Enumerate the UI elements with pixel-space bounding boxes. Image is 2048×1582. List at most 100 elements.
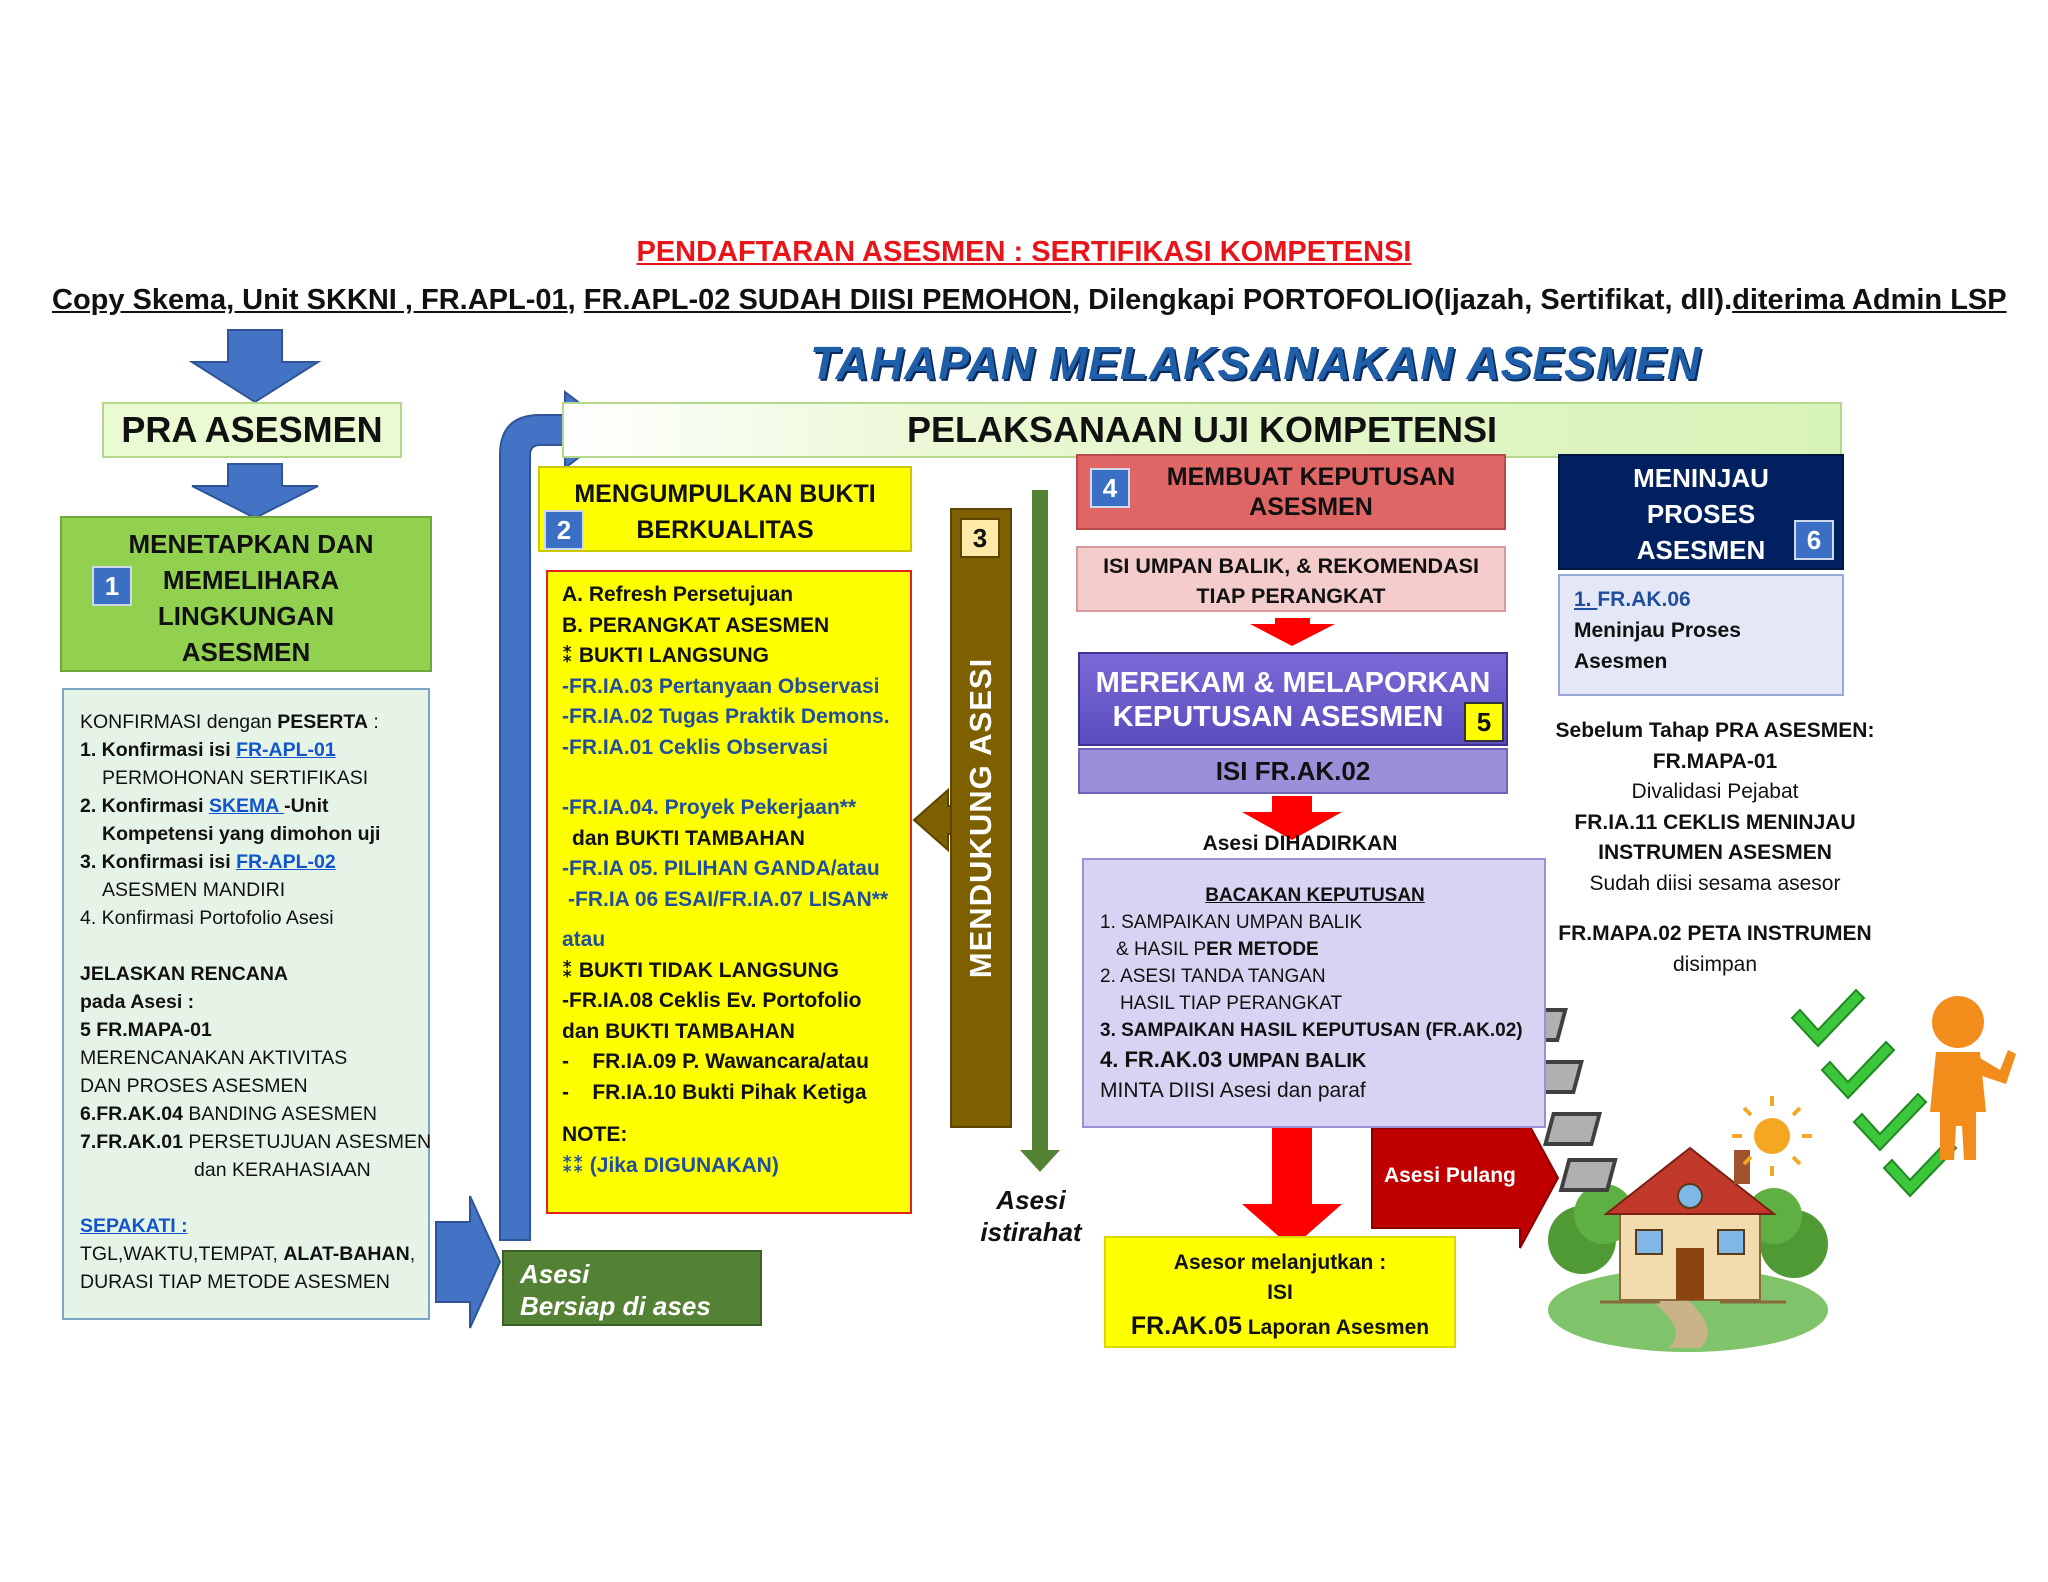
detail-line: 6.FR.AK.04 BANDING ASESMEN — [80, 1103, 377, 1125]
detail-line: 3. Konfirmasi isi FR-APL-02 — [80, 851, 336, 873]
step2-line: -FR.IA.08 Ceklis Ev. Portofolio — [562, 989, 862, 1012]
sebelum-line: INSTRUMEN ASESMEN — [1598, 841, 1832, 864]
step1-line: ASESMEN — [181, 637, 311, 667]
step6-detail: 1. FR.AK.06 Meninjau Proses Asesmen — [1558, 574, 1844, 696]
istirahat-label: Asesi istirahat — [966, 1184, 1096, 1248]
pra-asesmen-banner: PRA ASESMEN — [102, 402, 402, 458]
step3-label: MENDUKUNG ASESI — [963, 657, 998, 979]
detail-line: 4. Konfirmasi Portofolio Asesi — [80, 907, 334, 929]
step2-line: -FR.IA.04. Proyek Pekerjaan** — [562, 796, 857, 819]
subtitle-part-b: , — [567, 284, 584, 316]
step2-line: ⁑ BUKTI LANGSUNG — [562, 644, 769, 667]
pulang-label: Asesi Pulang — [1384, 1164, 1516, 1187]
step3-bar — [950, 508, 1012, 1128]
step2-header: MENGUMPULKAN BUKTI BERKUALITAS — [538, 466, 912, 552]
sebelum-line: Divalidasi Pejabat — [1631, 780, 1799, 803]
istirahat-line: istirahat — [980, 1217, 1082, 1247]
sebelum-line: FR.IA.11 CEKLIS MENINJAU — [1574, 810, 1856, 834]
skema-link[interactable]: SKEMA — [208, 795, 285, 817]
detail-line: 1. Konfirmasi isi FR-APL-01 — [80, 739, 336, 761]
pra-detail-box: KONFIRMASI dengan PESERTA : 1. Konfirmas… — [62, 688, 432, 1320]
bacakan-box: BACAKAN KEPUTUSAN 1. SAMPAIKAN UMPAN BAL… — [1082, 858, 1546, 1128]
detail-line: pada Asesi : — [80, 991, 195, 1013]
step2-title-line: MENGUMPULKAN BUKTI — [574, 480, 876, 508]
bacakan-line: 4. FR.AK.03 UMPAN BALIK — [1100, 1047, 1367, 1072]
down-arrow-top — [188, 329, 322, 404]
down-arrow-pra — [191, 463, 319, 520]
step4-number: 4 — [1090, 468, 1130, 508]
sebelum-line: FR.MAPA-01 — [1652, 749, 1778, 773]
lanjut-box: Asesor melanjutkan : ISI FR.AK.05 Lapora… — [1104, 1236, 1456, 1348]
step2-line: NOTE: — [562, 1123, 628, 1146]
step5-sub: ISI FR.AK.02 — [1078, 748, 1508, 794]
person-icon — [1930, 996, 2016, 1160]
step3-number: 3 — [960, 518, 1000, 558]
step2-line: -FR.IA 05. PILIHAN GANDA/atau — [562, 857, 880, 880]
bacakan-line: HASIL TIAP PERANGKAT — [1120, 993, 1343, 1014]
sebelum-line: FR.MAPA.02 PETA INSTRUMEN — [1558, 922, 1872, 945]
step2-line: - FR.IA.10 Bukti Pihak Ketiga — [562, 1080, 867, 1104]
bacakan-line: MINTA DIISI Asesi dan paraf — [1100, 1079, 1366, 1102]
bacakan-line: 2. ASESI TANDA TANGAN — [1100, 966, 1326, 987]
bacakan-title: BACAKAN KEPUTUSAN — [1205, 885, 1425, 906]
sebelum-line: disimpan — [1672, 952, 1758, 976]
step1-line: MEMELIHARA — [162, 565, 340, 595]
step4-sub-line: ISI UMPAN BALIK, & REKOMENDASI — [1103, 554, 1479, 578]
step2-line: -FR.IA.01 Ceklis Observasi — [562, 735, 829, 759]
subtitle-part-c: FR.APL-02 SUDAH DIISI PEMOHON, — [583, 284, 1081, 316]
sebelum-line: Sudah diisi sesama asesor — [1589, 871, 1841, 895]
step2-line: dan BUKTI TAMBAHAN — [572, 826, 805, 850]
step4-header: MEMBUAT KEPUTUSAN ASESMEN — [1076, 454, 1506, 530]
stage-title: TAHAPAN MELAKSANAKAN ASESMEN — [810, 337, 1701, 389]
lanjut-line: ISI — [1267, 1281, 1293, 1304]
step2-detail-box: A. Refresh Persetujuan B. PERANGKAT ASES… — [546, 570, 912, 1214]
fr-apl-01-link[interactable]: FR-APL-01 — [236, 739, 336, 761]
subtitle-part-a: Copy Skema, Unit SKKNI , FR.APL-01 — [52, 284, 568, 316]
bersiap-line: Asesi — [520, 1259, 590, 1289]
step6-title-line: PROSES — [1646, 499, 1756, 529]
detail-line: DAN PROSES ASESMEN — [80, 1075, 308, 1097]
step6-title-line: ASESMEN — [1636, 535, 1766, 565]
step2-line: ⁑⁑ (Jika DIGUNAKAN) — [562, 1153, 779, 1177]
step5-header: MEREKAM & MELAPORKAN KEPUTUSAN ASESMEN — [1078, 652, 1508, 746]
step2-title-line: BERKUALITAS — [636, 516, 814, 544]
step6-detail-line: Asesmen — [1574, 650, 1668, 673]
pelaksanaan-banner: PELAKSANAAN UJI KOMPETENSI — [562, 402, 1842, 458]
detail-line: dan KERAHASIAAN — [194, 1159, 371, 1181]
bacakan-line: 3. SAMPAIKAN HASIL KEPUTUSAN (FR.AK.02) — [1100, 1020, 1523, 1041]
page-title: PENDAFTARAN ASESMEN : SERTIFIKASI KOMPET… — [636, 236, 1412, 268]
fr-apl-02-link[interactable]: FR-APL-02 — [236, 851, 336, 873]
sepakati-link[interactable]: SEPAKATI : — [80, 1215, 188, 1237]
step6-number: 6 — [1794, 520, 1834, 560]
detail-line: TGL,WAKTU,TEMPAT, ALAT-BAHAN, — [80, 1243, 416, 1265]
step6-detail-line: Meninjau Proses — [1574, 619, 1741, 642]
step2-line: - FR.IA.09 P. Wawancara/atau — [562, 1050, 869, 1073]
asesi-bersiap-box: Asesi Bersiap di ases — [502, 1250, 762, 1326]
detail-line: DURASI TIAP METODE ASESMEN — [80, 1271, 390, 1293]
step2-number: 2 — [544, 510, 584, 550]
lanjut-line: FR.AK.05 Laporan Asesmen — [1130, 1312, 1430, 1340]
subtitle: Copy Skema, Unit SKKNI , FR.APL-01, FR.A… — [52, 284, 2007, 317]
step6-detail-line: 1. FR.AK.06 — [1574, 588, 1691, 611]
step5-title-line: KEPUTUSAN ASESMEN — [1112, 701, 1444, 733]
step5-title-line: MEREKAM & MELAPORKAN — [1095, 667, 1491, 699]
green-down-arrow — [1020, 490, 1060, 1172]
red-arrow-3 — [1242, 1128, 1342, 1248]
detail-line: 2. Konfirmasi SKEMA -Unit — [80, 795, 329, 817]
step2-line: A. Refresh Persetujuan — [562, 583, 794, 606]
detail-line: 7.FR.AK.01 PERSETUJUAN ASESMEN — [80, 1131, 432, 1153]
detail-line: KONFIRMASI dengan PESERTA : — [80, 711, 379, 733]
step5-number: 5 — [1464, 702, 1504, 742]
detail-line: PERMOHONAN SERTIFIKASI — [102, 767, 369, 789]
subtitle-part-d: Dilengkapi PORTOFOLIO(Ijazah, Sertifikat… — [1080, 284, 1733, 316]
step6-title-line: MENINJAU — [1633, 463, 1769, 493]
red-arrow-1 — [1250, 618, 1335, 646]
bacakan-line: 1. SAMPAIKAN UMPAN BALIK — [1100, 912, 1363, 933]
step4-title-line: ASESMEN — [1249, 493, 1373, 521]
checklist-illustration — [1508, 988, 1958, 1198]
step2-line: atau — [562, 928, 606, 951]
step2-line: ⁑ BUKTI TIDAK LANGSUNG — [562, 958, 839, 982]
detail-line: ASESMEN MANDIRI — [102, 879, 286, 901]
detail-line: 5 FR.MAPA-01 — [80, 1019, 212, 1041]
